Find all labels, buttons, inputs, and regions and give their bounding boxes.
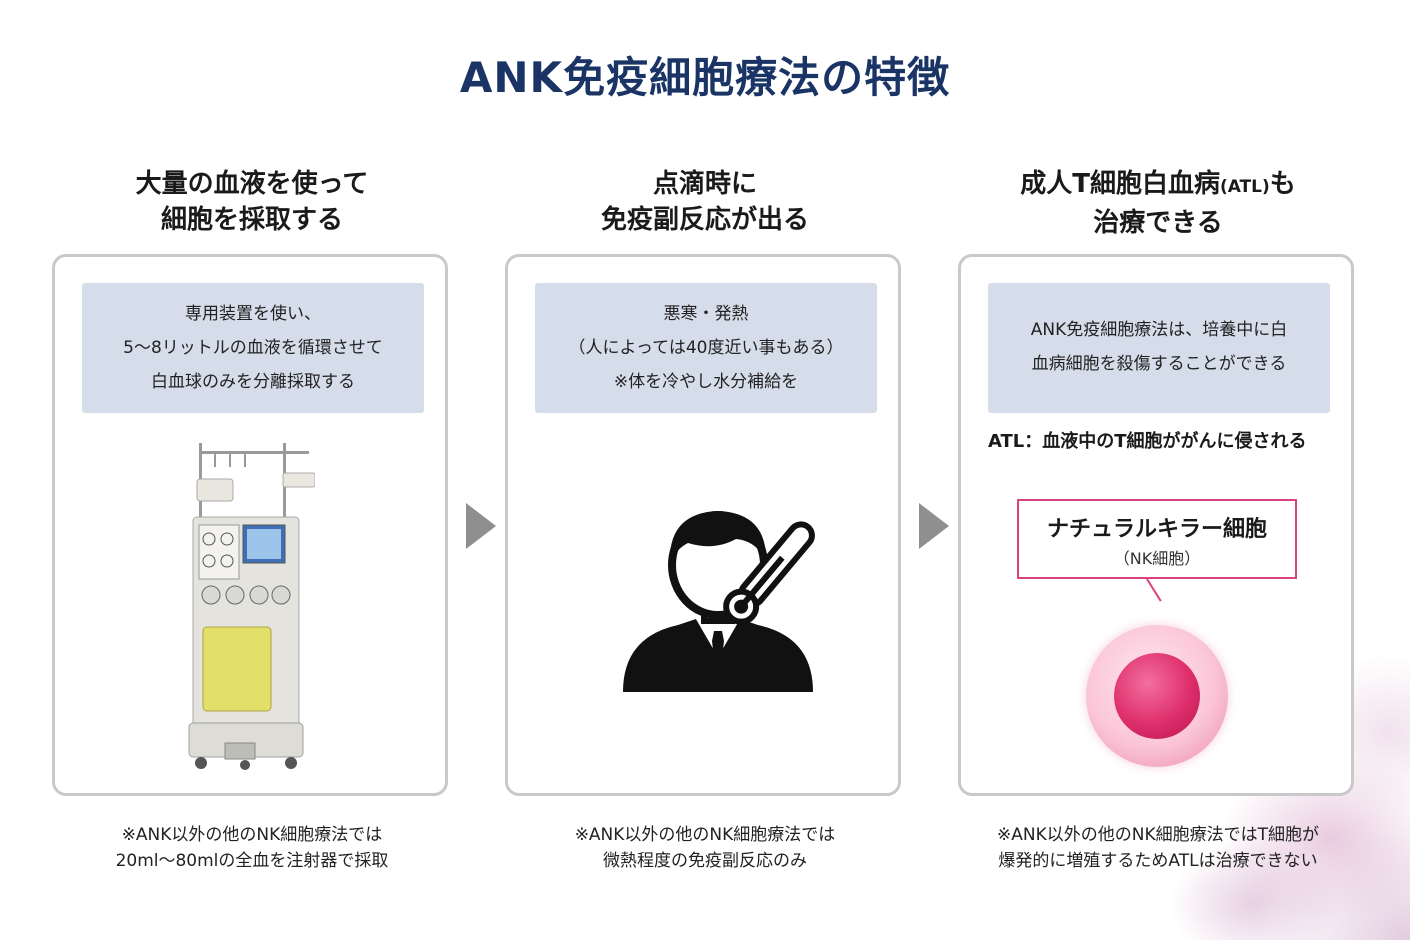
info-line: 専用装置を使い、 (185, 304, 321, 324)
info-box: 悪寒・発熱 （人によっては40度近い事もある） ※体を冷やし水分補給を (535, 283, 877, 413)
column-3-footnote: ※ANK以外の他のNK細胞療法ではT細胞が 爆発的に増殖するためATLは治療でき… (958, 822, 1358, 874)
info-box: ANK免疫細胞療法は、培養中に白 血病細胞を殺傷することができる (988, 283, 1330, 413)
column-2-heading-line: 免疫副反応が出る (600, 205, 809, 235)
footnote-line: ※ANK以外の他のNK細胞療法ではT細胞が (997, 825, 1319, 845)
nk-cell-image (1086, 625, 1228, 767)
callout-name: ナチュラルキラー細胞 (1046, 517, 1267, 542)
apheresis-machine-image (188, 443, 315, 770)
column-1-heading: 大量の血液を使って 細胞を採取する (52, 166, 452, 238)
callout-pointer (1146, 578, 1162, 602)
footnote-line: 爆発的に増殖するためATLは治療できない (998, 851, 1318, 871)
footnote-line: ※ANK以外の他のNK細胞療法では (121, 825, 383, 845)
column-1-footnote: ※ANK以外の他のNK細胞療法では 20ml〜80mlの全血を注射器で採取 (52, 822, 452, 874)
feature-panel-3: ANK免疫細胞療法は、培養中に白 血病細胞を殺傷することができる ATL：血液中… (958, 254, 1354, 796)
callout-sub: （NK細胞） (1113, 549, 1201, 568)
column-3-heading: 成人T細胞白血病(ATL)も 治療できる (958, 166, 1358, 241)
heading-tail-text: も (1269, 169, 1296, 199)
footnote-line: 20ml〜80mlの全血を注射器で採取 (115, 851, 389, 871)
column-2-heading-line: 点滴時に (652, 169, 757, 199)
info-line: 白血球のみを分離採取する (151, 372, 355, 392)
footnote-line: 微熱程度の免疫副反応のみ (603, 851, 807, 871)
info-line: 悪寒・発熱 (663, 304, 749, 324)
info-line: （人によっては40度近い事もある） (568, 338, 844, 358)
info-box: 専用装置を使い、 5〜8リットルの血液を循環させて 白血球のみを分離採取する (82, 283, 424, 413)
column-2-footnote: ※ANK以外の他のNK細胞療法では 微熱程度の免疫副反応のみ (505, 822, 905, 874)
nk-cell-callout: ナチュラルキラー細胞 （NK細胞） (1017, 499, 1297, 579)
column-1-heading-line: 大量の血液を使って (135, 169, 369, 199)
column-1-heading-line: 細胞を採取する (160, 205, 343, 235)
feature-panel-2: 悪寒・発熱 （人によっては40度近い事もある） ※体を冷やし水分補給を (505, 254, 901, 796)
info-line: ANK免疫細胞療法は、培養中に白 (1030, 320, 1288, 340)
chevron-right-icon (919, 503, 949, 549)
info-line: 血病細胞を殺傷することができる (1031, 354, 1287, 374)
person-with-thermometer-icon (623, 511, 815, 692)
info-line: ※体を冷やし水分補給を (613, 372, 799, 392)
feature-panel-1: 専用装置を使い、 5〜8リットルの血液を循環させて 白血球のみを分離採取する (52, 254, 448, 796)
info-line: 5〜8リットルの血液を循環させて (123, 338, 383, 358)
chevron-right-icon (466, 503, 496, 549)
atl-definition: ATL：血液中のT細胞ががんに侵される (988, 431, 1307, 452)
column-3-heading-line: 治療できる (1093, 208, 1223, 238)
heading-main-text: 成人T細胞白血病 (1020, 169, 1220, 199)
column-2-heading: 点滴時に 免疫副反応が出る (505, 166, 905, 238)
heading-atl-small: (ATL) (1219, 177, 1270, 197)
column-3-heading-line: 成人T細胞白血病(ATL)も (958, 166, 1358, 205)
page-title: ANK免疫細胞療法の特徴 (459, 53, 951, 102)
nk-cell-nucleus (1114, 653, 1200, 739)
footnote-line: ※ANK以外の他のNK細胞療法では (574, 825, 836, 845)
